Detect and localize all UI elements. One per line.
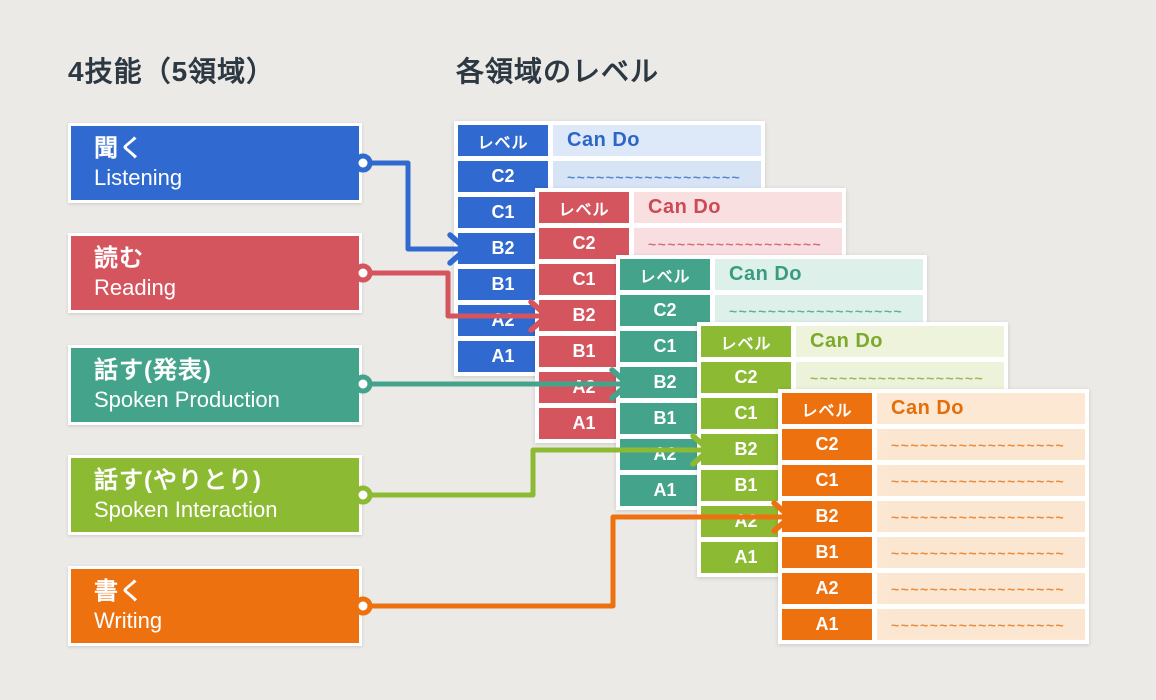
- skill-title-en: Spoken Production: [94, 387, 280, 412]
- cando-cell-b2: ~~~~~~~~~~~~~~~~~~: [877, 501, 1085, 532]
- cando-cell-c2: ~~~~~~~~~~~~~~~~~~: [715, 295, 923, 326]
- level-cell-b2: B2: [782, 501, 872, 532]
- level-cell-b1: B1: [620, 403, 710, 434]
- level-header-cell: レベル: [782, 393, 872, 424]
- skill-box-listening: 聞く Listening: [68, 123, 362, 203]
- level-cell-c2: C2: [620, 295, 710, 326]
- cando-cell-b1: ~~~~~~~~~~~~~~~~~~: [877, 537, 1085, 568]
- skill-title-en: Reading: [94, 275, 176, 300]
- cando-header-cell: Can Do: [796, 326, 1004, 357]
- cando-cell-c2: ~~~~~~~~~~~~~~~~~~: [796, 362, 1004, 393]
- cando-cell-c2: ~~~~~~~~~~~~~~~~~~: [553, 161, 761, 192]
- skill-box-spoken-production: 話す(発表) Spoken Production: [68, 345, 362, 425]
- cando-cell-c2: ~~~~~~~~~~~~~~~~~~: [877, 429, 1085, 460]
- cando-cell-c1: ~~~~~~~~~~~~~~~~~~: [877, 465, 1085, 496]
- level-cell-c1: C1: [701, 398, 791, 429]
- level-cell-a2: A2: [782, 573, 872, 604]
- cando-header-cell: Can Do: [553, 125, 761, 156]
- skill-title-en: Listening: [94, 165, 183, 190]
- level-header-cell: レベル: [620, 259, 710, 290]
- skill-title-en: Spoken Interaction: [94, 497, 278, 522]
- skill-title-ja: 話す(発表): [94, 357, 212, 384]
- connector-line-listening: [360, 160, 461, 252]
- level-cell-a1: A1: [539, 408, 629, 439]
- skill-box-spoken-interaction: 話す(やりとり) Spoken Interaction: [68, 455, 362, 535]
- skill-box-writing: 書く Writing: [68, 566, 362, 646]
- skill-title-ja: 聞く: [94, 135, 144, 162]
- skill-title-ja: 読む: [94, 245, 144, 272]
- level-cell-c1: C1: [539, 264, 629, 295]
- level-cell-b2: B2: [620, 367, 710, 398]
- level-cell-c1: C1: [782, 465, 872, 496]
- level-cell-c2: C2: [458, 161, 548, 192]
- cando-cell-a2: ~~~~~~~~~~~~~~~~~~: [877, 573, 1085, 604]
- level-cell-c2: C2: [782, 429, 872, 460]
- level-cell-b1: B1: [539, 336, 629, 367]
- level-cell-c2: C2: [539, 228, 629, 259]
- levels-section-title: 各領域のレベル: [456, 56, 660, 87]
- level-cell-b2: B2: [539, 300, 629, 331]
- cando-header-cell: Can Do: [877, 393, 1085, 424]
- level-cell-b1: B1: [701, 470, 791, 501]
- cando-header-cell: Can Do: [715, 259, 923, 290]
- skill-title-ja: 話す(やりとり): [94, 467, 262, 494]
- skill-title-ja: 書く: [94, 578, 144, 605]
- level-cell-c1: C1: [620, 331, 710, 362]
- level-header-cell: レベル: [458, 125, 548, 156]
- level-cell-a1: A1: [782, 609, 872, 640]
- level-cell-a1: A1: [458, 341, 548, 372]
- level-cell-b2: B2: [701, 434, 791, 465]
- level-header-cell: レベル: [701, 326, 791, 357]
- skill-title-en: Writing: [94, 608, 163, 633]
- cando-header-cell: Can Do: [634, 192, 842, 223]
- skill-box-reading: 読む Reading: [68, 233, 362, 313]
- level-cell-b1: B1: [782, 537, 872, 568]
- level-header-cell: レベル: [539, 192, 629, 223]
- skills-section-title: 4技能（5領域）: [68, 56, 276, 87]
- level-cell-c1: C1: [458, 197, 548, 228]
- level-cell-b2: B2: [458, 233, 548, 264]
- level-cell-c2: C2: [701, 362, 791, 393]
- cando-cell-a1: ~~~~~~~~~~~~~~~~~~: [877, 609, 1085, 640]
- cando-cell-c2: ~~~~~~~~~~~~~~~~~~: [634, 228, 842, 259]
